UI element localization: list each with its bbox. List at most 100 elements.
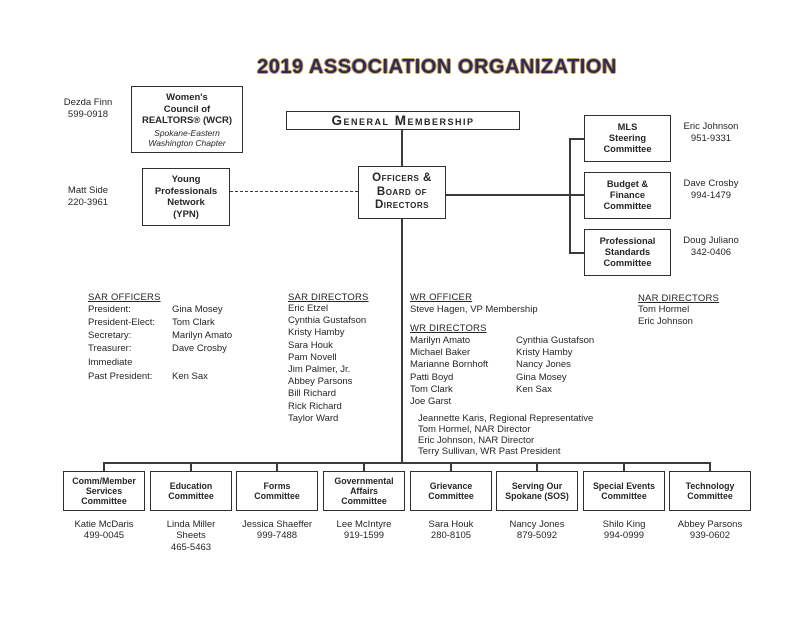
- connector-officers-bottom: [401, 219, 403, 463]
- ypn-box: Young Professionals Network (YPN): [142, 168, 230, 226]
- sar-director-name: Kristy Hamby: [288, 327, 345, 339]
- sar-director-name: Pam Novell: [288, 351, 337, 363]
- bottom-stub-4: [450, 462, 452, 472]
- serving-our-spokane-box: Serving Our Spokane (SOS): [496, 471, 578, 511]
- wr-director-name: Marilyn Amato: [410, 335, 471, 346]
- sar-director-name: Sara Houk: [288, 339, 333, 351]
- contact-name: Linda Miller Sheets: [166, 519, 216, 542]
- contact-phone: 879-5092: [516, 530, 558, 542]
- wr-directors-heading: WR DIRECTORS: [410, 323, 487, 334]
- wcr-contact: Dezda Finn 599-0918: [56, 97, 120, 120]
- comm-member-services-contact: Katie McDaris 499-0045: [63, 519, 145, 542]
- bottom-stub-2: [276, 462, 278, 472]
- wr-director-name: Marianne Bornhoft: [410, 359, 489, 371]
- mls-steering-contact: Eric Johnson 951-9331: [675, 121, 747, 144]
- sar-officer-name: Tom Clark: [172, 317, 215, 328]
- wr-officer-name: Steve Hagen, VP Membership: [410, 304, 538, 315]
- wcr-contact-name: Dezda Finn: [63, 97, 113, 108]
- sar-director-name: Rick Richard: [288, 400, 342, 412]
- wr-note: Terry Sullivan, WR Past President: [418, 446, 561, 457]
- sar-past-president-role: Past President:: [88, 371, 153, 382]
- contact-phone: 994-0999: [603, 530, 645, 542]
- sar-officer-name: Gina Mosey: [172, 304, 223, 315]
- budget-finance-contact: Dave Crosby 994-1479: [675, 178, 747, 201]
- wcr-label: Women's Council of REALTORS® (WCR): [141, 92, 233, 126]
- sar-officer-name: Marilyn Amato: [172, 330, 233, 341]
- wr-note: Jeannette Karis, Regional Representative: [418, 413, 594, 424]
- education-committee-contact: Linda Miller Sheets 465-5463: [150, 519, 232, 553]
- sar-director-name: Jim Palmer, Jr.: [288, 364, 351, 376]
- sar-officer-role: President:: [88, 304, 131, 315]
- contact-name: Lee McIntyre: [336, 519, 392, 530]
- wr-director-name: Joe Garst: [410, 396, 452, 408]
- connector-right-spine: [569, 138, 571, 254]
- general-membership-box: General Membership: [286, 111, 520, 130]
- nar-director-name: Eric Johnson: [638, 316, 693, 328]
- bottom-rail: [103, 462, 711, 464]
- officers-board-box: Officers & Board of Directors: [358, 166, 446, 219]
- technology-committee-box: Technology Committee: [669, 471, 751, 511]
- wr-director-name: Kristy Hamby: [516, 347, 573, 359]
- page-title: 2019 ASSOCIATION ORGANIZATION: [257, 56, 617, 78]
- connector-mls-stub: [569, 138, 584, 140]
- sar-director-name: Bill Richard: [288, 388, 337, 400]
- governmental-affairs-box: Governmental Affairs Committee: [323, 471, 405, 511]
- contact-name: Dave Crosby: [683, 178, 739, 189]
- contact-name: Shilo King: [602, 519, 646, 530]
- wr-director-name: Gina Mosey: [516, 371, 567, 383]
- nar-directors-heading: NAR DIRECTORS: [638, 293, 720, 304]
- grievance-committee-box: Grievance Committee: [410, 471, 492, 511]
- sar-officer-role: Treasurer:: [88, 343, 132, 354]
- sar-past-president-name: Ken Sax: [172, 371, 208, 382]
- contact-phone: 465-5463: [170, 541, 212, 553]
- contact-phone: 939-0602: [689, 530, 731, 542]
- sar-officers-roles: President: President-Elect: Secretary: Trea…: [88, 303, 155, 355]
- connector-officers-right: [446, 194, 584, 196]
- sar-director-name: Eric Etzel: [288, 303, 329, 314]
- contact-name: Sara Houk: [428, 519, 474, 530]
- ypn-contact-name: Matt Side: [67, 185, 109, 196]
- contact-phone: 999-7488: [256, 530, 298, 542]
- sar-officer-role: President-Elect:: [88, 317, 156, 328]
- sar-director-name: Abbey Parsons: [288, 376, 353, 388]
- contact-phone: 499-0045: [83, 530, 125, 542]
- forms-committee-box: Forms Committee: [236, 471, 318, 511]
- professional-standards-box: Professional Standards Committee: [584, 229, 671, 276]
- bottom-stub-7: [709, 462, 711, 472]
- contact-phone: 280-8105: [430, 530, 472, 542]
- contact-name: Katie McDaris: [74, 519, 134, 530]
- connector-ypn-officers-dashed: [230, 191, 358, 192]
- bottom-stub-1: [190, 462, 192, 472]
- wr-note: Eric Johnson, NAR Director: [418, 435, 535, 446]
- bottom-stub-5: [536, 462, 538, 472]
- sar-officer-name: Dave Crosby: [172, 343, 227, 354]
- contact-phone: 951-9331: [690, 132, 732, 144]
- wr-director-name: Tom Clark: [410, 383, 453, 395]
- grievance-committee-contact: Sara Houk 280-8105: [410, 519, 492, 542]
- ypn-contact: Matt Side 220-3961: [56, 185, 120, 208]
- contact-name: Abbey Parsons: [677, 519, 743, 530]
- sar-director-name: Cynthia Gustafson: [288, 315, 367, 327]
- education-committee-box: Education Committee: [150, 471, 232, 511]
- mls-steering-box: MLS Steering Committee: [584, 115, 671, 162]
- special-events-box: Special Events Committee: [583, 471, 665, 511]
- forms-committee-contact: Jessica Shaeffer 999-7488: [236, 519, 318, 542]
- wr-director-name: Nancy Jones: [516, 359, 571, 371]
- wcr-box: Women's Council of REALTORS® (WCR) Spoka…: [131, 86, 243, 153]
- sar-officer-role: Secretary:: [88, 330, 132, 341]
- sar-directors-heading: SAR DIRECTORS: [288, 292, 369, 303]
- professional-standards-contact: Doug Juliano 342-0406: [675, 235, 747, 258]
- connector-membership-officers: [401, 130, 403, 166]
- governmental-affairs-contact: Lee McIntyre 919-1599: [323, 519, 405, 542]
- contact-name: Doug Juliano: [683, 235, 739, 246]
- contact-phone: 994-1479: [690, 189, 732, 201]
- bottom-stub-0: [103, 462, 105, 472]
- wr-note: Tom Hormel, NAR Director: [418, 424, 531, 435]
- ypn-contact-phone: 220-3961: [67, 196, 109, 208]
- wr-director-name: Cynthia Gustafson: [516, 335, 595, 346]
